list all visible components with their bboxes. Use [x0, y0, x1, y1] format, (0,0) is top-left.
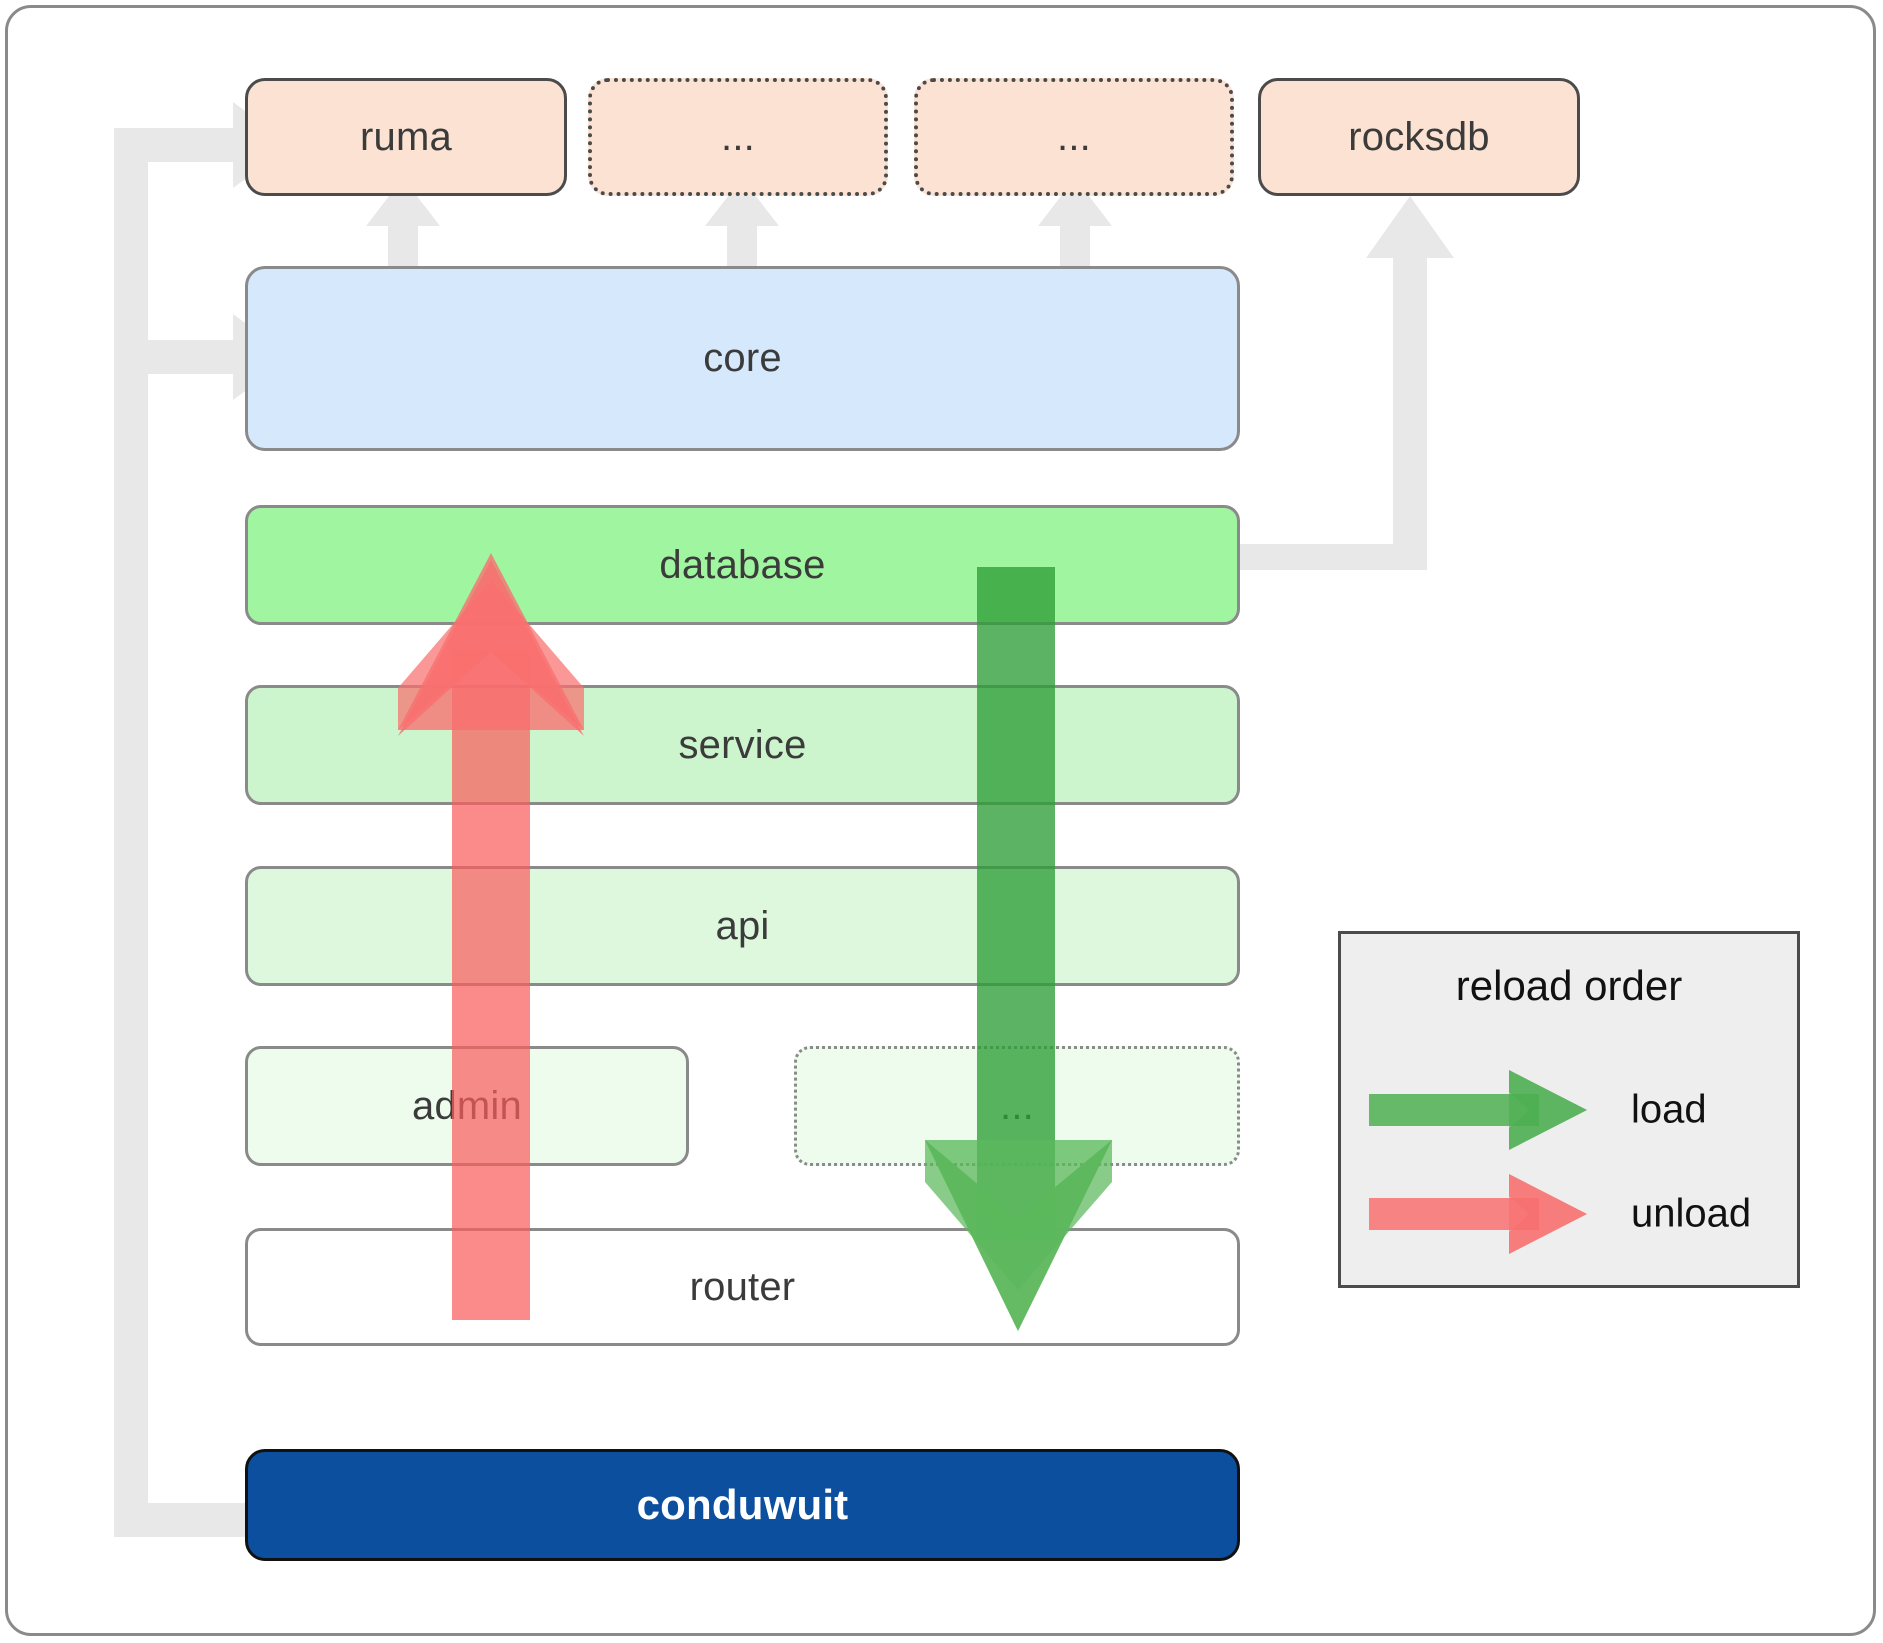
- legend-label: load: [1631, 1087, 1707, 1132]
- unload-arrow-icon: [1369, 1174, 1587, 1254]
- load-arrow-green: [925, 567, 1112, 1331]
- load-arrow-icon: [1369, 1070, 1587, 1150]
- legend-item-unload: unload: [1341, 1166, 1797, 1262]
- layer-box-core[interactable]: core: [245, 266, 1240, 451]
- legend-label: unload: [1631, 1191, 1752, 1236]
- unload-arrow-red: [398, 553, 584, 1320]
- legend-panel: reload order load unload: [1338, 931, 1800, 1288]
- legend-title: reload order: [1455, 962, 1683, 1009]
- legend-item-load: load: [1341, 1062, 1797, 1158]
